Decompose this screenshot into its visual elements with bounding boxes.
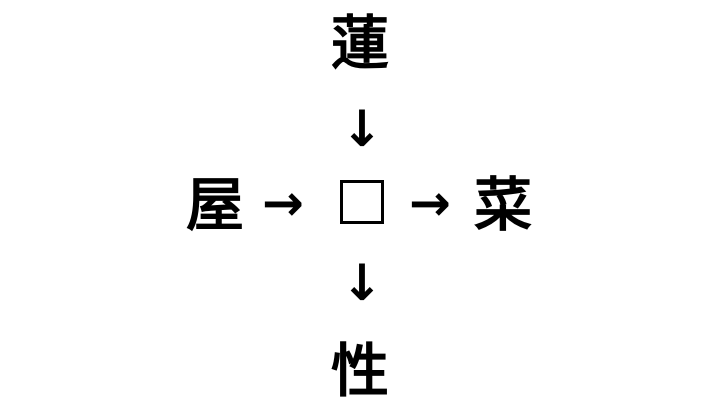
- answer-blank-box[interactable]: [340, 180, 384, 224]
- arrow-right-left: →: [262, 174, 304, 232]
- right-kanji: 菜: [473, 171, 532, 239]
- arrow-right-right: →: [409, 174, 451, 232]
- left-kanji: 屋: [185, 171, 244, 239]
- arrow-down-top: ↓: [341, 100, 383, 158]
- bottom-kanji: 性: [330, 337, 389, 405]
- top-kanji: 蓮: [330, 9, 389, 77]
- arrow-down-bottom: ↓: [341, 254, 383, 312]
